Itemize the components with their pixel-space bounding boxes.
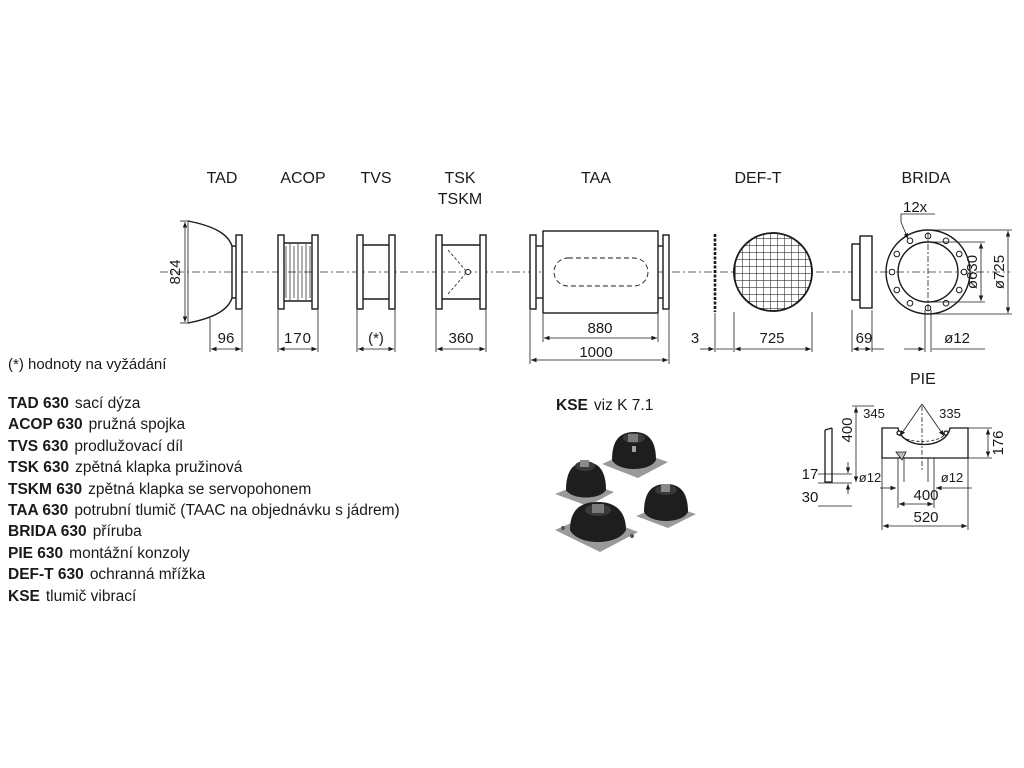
dim-pie-hole-right: ø12 <box>941 470 963 485</box>
damper-4 <box>555 502 638 552</box>
dim-pie-17: 17 <box>802 466 819 483</box>
damper-1 <box>555 460 614 506</box>
dim-taa-1000: 1000 <box>579 344 612 361</box>
taa-dim-880 <box>542 314 659 342</box>
brida-side-drawing <box>851 235 873 309</box>
legend-text: ochranná mřížka <box>89 566 206 584</box>
label-acop: ACOP <box>280 170 325 187</box>
dim-brida-725: ø725 <box>991 255 1008 289</box>
acop-drawing <box>277 234 319 310</box>
tad-drawing <box>187 220 243 324</box>
taa-drawing <box>529 230 670 314</box>
kse-dampers-illustration <box>555 432 696 552</box>
dim-def-t-3: 3 <box>691 330 699 347</box>
pie-side-drawing <box>824 427 833 483</box>
dim-brida-hole: ø12 <box>944 330 970 347</box>
pie-front-dims <box>880 427 992 530</box>
label-tad: TAD <box>207 170 238 187</box>
tvs-drawing <box>356 234 396 310</box>
label-brida: BRIDA <box>902 170 951 187</box>
dim-brida-69: 69 <box>856 330 873 347</box>
tvs-dim <box>356 310 396 352</box>
legend-item: TSK 630 zpětná klapka pružinová <box>8 457 400 478</box>
brida-side-dim <box>851 310 884 352</box>
legend-text: zpětná klapka pružinová <box>75 459 243 477</box>
legend-item: PIE 630 montážní konzoly <box>8 543 400 564</box>
dim-pie-335: 335 <box>939 406 961 421</box>
dim-pie-345: 345 <box>863 406 885 421</box>
tad-height-dim <box>180 220 190 324</box>
label-tvs: TVS <box>360 170 391 187</box>
legend-item: ACOP 630 pružná spojka <box>8 414 400 435</box>
legend-item: TSKM 630 zpětná klapka se servopohonem <box>8 479 400 500</box>
label-taa: TAA <box>581 170 611 187</box>
legend-code: TAA 630 <box>8 502 69 520</box>
damper-2 <box>602 432 668 478</box>
dim-brida-630: ø630 <box>964 255 981 289</box>
legend-item: BRIDA 630 příruba <box>8 521 400 542</box>
taa-dim-1000 <box>529 310 670 364</box>
legend-code: TSK 630 <box>8 459 70 477</box>
legend-code: BRIDA 630 <box>8 523 87 541</box>
footnote: (*) hodnoty na vyžádání <box>8 356 167 373</box>
dim-pie-30: 30 <box>802 489 819 506</box>
pie-title: PIE <box>910 371 936 388</box>
legend-text: příruba <box>92 523 142 541</box>
legend-code: PIE 630 <box>8 544 64 562</box>
label-def-t: DEF-T <box>734 170 781 187</box>
legend-item: DEF-T 630 ochranná mřížka <box>8 564 400 585</box>
dim-pie-height: 400 <box>839 417 856 442</box>
brida-front-drawing <box>885 229 971 315</box>
label-tskm: TSKM <box>438 191 482 208</box>
def-t-drawing <box>713 232 813 312</box>
dim-tad: 96 <box>218 330 235 347</box>
dim-tsk: 360 <box>448 330 473 347</box>
legend-text: zpětná klapka se servopohonem <box>88 480 312 498</box>
label-tsk: TSK <box>444 170 475 187</box>
legend-item: KSE tlumič vibrací <box>8 586 400 607</box>
legend-code: DEF-T 630 <box>8 566 84 584</box>
brida-front-dims <box>900 213 1012 352</box>
pie-front-drawing <box>881 403 969 482</box>
dim-acop: 170 <box>284 330 312 347</box>
dim-brida-bolts: 12x <box>903 199 928 216</box>
dim-pie-400: 400 <box>913 487 938 504</box>
dim-def-t-725: 725 <box>759 330 784 347</box>
damper-3 <box>636 484 696 528</box>
legend-text: sací dýza <box>74 395 141 412</box>
legend-item: TVS 630 prodlužovací díl <box>8 436 400 457</box>
dim-pie-176: 176 <box>990 430 1007 455</box>
dim-pie-520: 520 <box>913 509 938 526</box>
kse-text: viz K 7.1 <box>593 397 654 414</box>
dim-tad-height: 824 <box>167 259 184 284</box>
legend-text: prodlužovací díl <box>74 437 183 455</box>
legend-code: TVS 630 <box>8 437 69 455</box>
legend-list: TAD 630 sací dýza ACOP 630 pružná spojka T… <box>8 393 400 607</box>
legend-text: montážní konzoly <box>69 544 190 562</box>
def-t-dims <box>700 312 813 352</box>
dim-pie-hole-left: ø12 <box>859 470 881 485</box>
legend-code: TAD 630 <box>8 395 69 412</box>
dim-taa-880: 880 <box>587 320 612 337</box>
legend-text: tlumič vibrací <box>45 587 137 605</box>
legend-code: TSKM 630 <box>8 480 83 498</box>
tsk-drawing <box>435 234 487 310</box>
legend-code: ACOP 630 <box>8 416 83 434</box>
legend-item: TAA 630 potrubní tlumič (TAAC na objednáv… <box>8 500 400 521</box>
kse-reference: KSE viz K 7.1 <box>556 397 653 415</box>
tad-width-dim <box>209 310 243 352</box>
legend-text: pružná spojka <box>88 416 186 434</box>
pie-side-dims <box>818 405 874 507</box>
acop-dim <box>277 310 319 352</box>
legend-text: potrubní tlumič (TAAC na objednávku s já… <box>74 502 400 520</box>
kse-code: KSE <box>556 397 588 414</box>
legend-item: TAD 630 sací dýza <box>8 393 400 414</box>
tsk-dim <box>435 310 487 352</box>
legend-code: KSE <box>8 587 40 605</box>
dim-tvs: (*) <box>368 330 384 347</box>
